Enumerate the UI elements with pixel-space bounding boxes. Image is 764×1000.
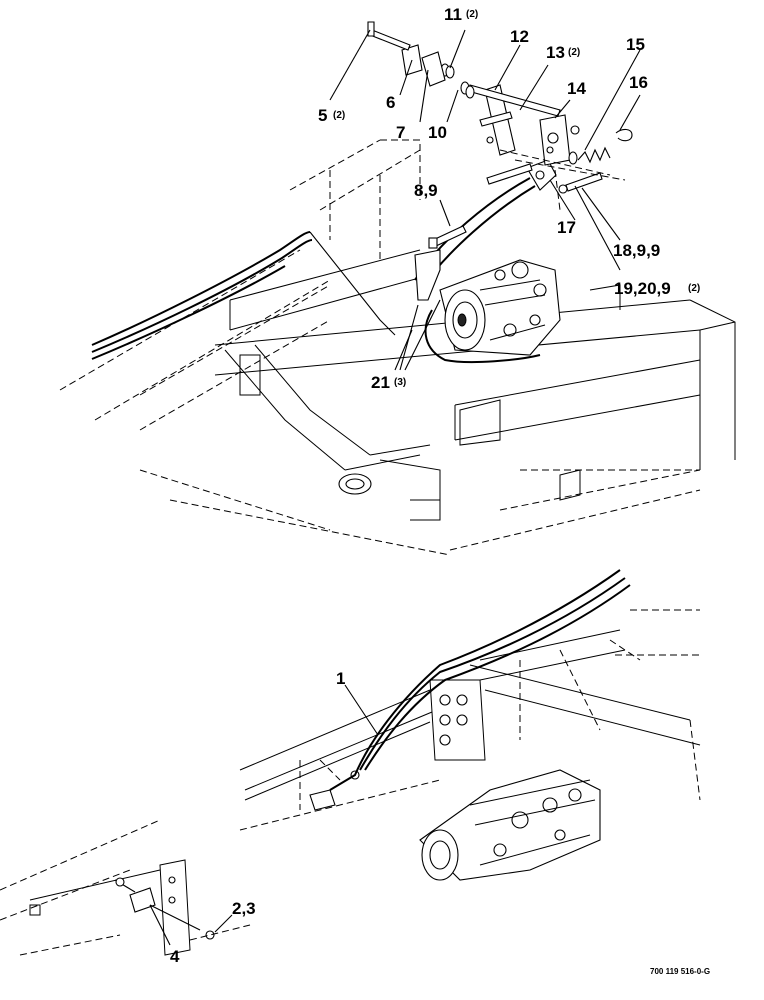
callout-21-qty: (3) bbox=[394, 377, 406, 388]
upper-hoses bbox=[91, 231, 396, 360]
callout-8-9: 8,9 bbox=[414, 181, 438, 200]
callout-16: 16 bbox=[629, 73, 648, 92]
callout-5-qty: (2) bbox=[333, 110, 345, 121]
callout-13-qty: (2) bbox=[568, 47, 580, 58]
callout-18-9-9: 18,9,9 bbox=[613, 241, 660, 260]
callout-5: 5 bbox=[318, 106, 327, 125]
callout-14: 14 bbox=[567, 79, 586, 98]
callout-13: 13 bbox=[546, 43, 565, 62]
callout-15: 15 bbox=[626, 35, 645, 54]
callout-7: 7 bbox=[396, 123, 405, 142]
upper-leaders bbox=[329, 29, 641, 371]
lower-hoses bbox=[329, 569, 631, 791]
upper-pump bbox=[439, 259, 561, 356]
lower-pump bbox=[419, 769, 601, 881]
lower-leaders bbox=[149, 684, 379, 946]
callout-19-20-9: 19,20,9 bbox=[614, 279, 671, 298]
callout-17: 17 bbox=[557, 218, 576, 237]
drawing-part-number: 700 119 516-0-G bbox=[650, 967, 710, 976]
callout-21: 21 bbox=[371, 373, 390, 392]
callout-4: 4 bbox=[170, 947, 180, 966]
callout-11-qty: (2) bbox=[466, 9, 478, 20]
callout-labels: 1 2,3 4 5 (2) 6 7 8,9 10 11 (2) 12 13 (2… bbox=[170, 5, 710, 976]
lower-frame bbox=[239, 609, 701, 831]
lower-left-frame bbox=[0, 819, 251, 956]
callout-2-3: 2,3 bbox=[232, 899, 256, 918]
callout-19-20-9-qty: (2) bbox=[688, 283, 700, 294]
upper-frame bbox=[59, 139, 736, 556]
control-linkage bbox=[367, 21, 633, 364]
callout-1: 1 bbox=[336, 669, 345, 688]
callout-11: 11 bbox=[444, 5, 462, 24]
callout-6: 6 bbox=[386, 93, 395, 112]
callout-12: 12 bbox=[510, 27, 529, 46]
callout-10: 10 bbox=[428, 123, 447, 142]
